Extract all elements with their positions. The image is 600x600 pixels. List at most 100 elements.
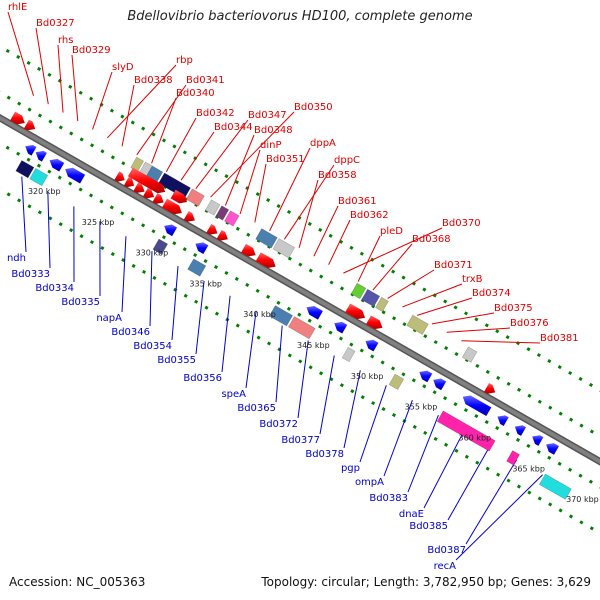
leader-line <box>402 283 463 308</box>
forward-gene-arrow <box>152 193 164 204</box>
tick-label: 320 kbp <box>28 187 61 196</box>
leader-line <box>269 147 311 232</box>
reverse-gene-arrow <box>419 370 433 383</box>
gene-label: Bd0387 <box>427 545 466 556</box>
gene-label: rhs <box>58 35 73 46</box>
gene-label: Bd0365 <box>237 403 276 414</box>
gene-label: dnaE <box>399 509 424 520</box>
leader-line <box>71 54 79 122</box>
gene-label: Bd0341 <box>186 75 225 86</box>
genome-backbone <box>0 113 600 466</box>
gene-label: recA <box>434 561 457 572</box>
feature-block <box>268 305 294 327</box>
forward-gene-arrow <box>127 167 166 194</box>
tick-label: 340 kbp <box>243 310 276 319</box>
leader-line <box>343 370 361 449</box>
leader-line <box>283 164 335 240</box>
leader-line <box>407 414 439 493</box>
accession-text: Accession: NC_005363 <box>9 575 146 589</box>
gene-label: Bd0327 <box>36 18 75 29</box>
feature-block <box>215 205 230 221</box>
gene-label: ndh <box>7 253 26 264</box>
gene-label: Bd0334 <box>35 283 74 294</box>
leader-line <box>7 11 34 96</box>
feature-block <box>350 282 367 300</box>
gene-label: Bd0377 <box>281 435 320 446</box>
gene-label: Bd0342 <box>196 108 235 119</box>
forward-gene-arrow <box>10 111 25 125</box>
reverse-gene-arrow <box>164 224 178 237</box>
leader-line <box>359 385 387 463</box>
forward-gene-arrow <box>123 176 135 188</box>
gene-label: Bd0372 <box>259 419 298 430</box>
forward-gene-arrow <box>241 243 256 257</box>
gene-label: pgp <box>341 463 360 474</box>
gene-label: Bd0383 <box>369 493 408 504</box>
backbone-core <box>0 115 600 464</box>
reverse-gene-arrow <box>334 321 348 334</box>
leader-line <box>328 219 351 265</box>
forward-gene-arrow <box>366 315 383 330</box>
gene-label: rbp <box>176 55 193 66</box>
reverse-gene-arrow <box>365 339 379 352</box>
leader-line <box>313 205 339 257</box>
feature-block <box>255 228 278 249</box>
feature-block <box>152 238 169 255</box>
forward-gene-arrow <box>133 182 145 193</box>
gene-label: Bd0348 <box>254 125 293 136</box>
tick-label: 325 kbp <box>82 218 115 227</box>
gene-label: Bd0361 <box>338 196 377 207</box>
gene-label: Bd0385 <box>409 521 448 532</box>
feature-block <box>185 188 205 207</box>
bottom-gene-labels: ndhBd0333Bd0334Bd0335napABd0346Bd0354Bd0… <box>7 253 466 572</box>
tick-label: 345 kbp <box>297 341 330 350</box>
reverse-gene-arrow <box>25 144 37 156</box>
gene-label: ompA <box>355 477 384 488</box>
feature-block <box>506 450 520 466</box>
feature-block <box>29 167 49 187</box>
leader-line <box>151 97 177 164</box>
gene-label: Bd0368 <box>412 234 451 245</box>
gene-label: Bd0362 <box>350 210 389 221</box>
leader-line <box>149 251 153 327</box>
feature-block <box>375 296 389 313</box>
dotted-guide-lines <box>0 44 600 535</box>
tick-label: 330 kbp <box>136 249 169 258</box>
feature-block <box>224 210 240 227</box>
forward-gene-arrow <box>216 229 228 241</box>
gene-label: dppC <box>334 155 360 166</box>
gene-arrows <box>10 111 559 455</box>
feature-block <box>538 473 572 500</box>
gene-label: pleD <box>380 226 403 237</box>
dotted-guide <box>0 187 600 535</box>
gene-label: Bd0381 <box>540 333 579 344</box>
leader-line <box>180 131 215 181</box>
leader-line <box>417 297 473 316</box>
gene-label: Bd0333 <box>11 269 50 280</box>
leader-line <box>165 117 197 172</box>
leader-line <box>47 191 51 269</box>
leader-line <box>254 163 267 223</box>
gene-label: Bd0355 <box>157 355 196 366</box>
scale-tick-labels: 320 kbp 325 kbp 330 kbp 335 kbp 340 kbp 345 k… <box>28 187 599 504</box>
gene-label: Bd0338 <box>134 75 173 86</box>
feature-block <box>287 316 316 340</box>
leader-line <box>446 327 511 333</box>
dotted-guide <box>0 44 600 392</box>
feature-block <box>15 160 35 179</box>
gene-label: Bd0340 <box>176 88 215 99</box>
forward-gene-arrow <box>206 224 218 235</box>
gene-label: Bd0375 <box>494 303 533 314</box>
tick-label: 335 kbp <box>189 279 222 288</box>
feature-block <box>272 238 296 259</box>
leader-line <box>106 64 177 139</box>
leader-line <box>195 119 249 189</box>
forward-gene-arrow <box>345 303 366 320</box>
forward-gene-arrow <box>114 171 125 182</box>
leader-line <box>357 235 381 282</box>
reverse-gene-arrow <box>514 425 527 436</box>
leader-line <box>121 236 127 313</box>
forward-gene-arrow <box>484 383 496 394</box>
reverse-gene-arrow <box>49 158 65 172</box>
gene-label: Bd0356 <box>183 373 222 384</box>
